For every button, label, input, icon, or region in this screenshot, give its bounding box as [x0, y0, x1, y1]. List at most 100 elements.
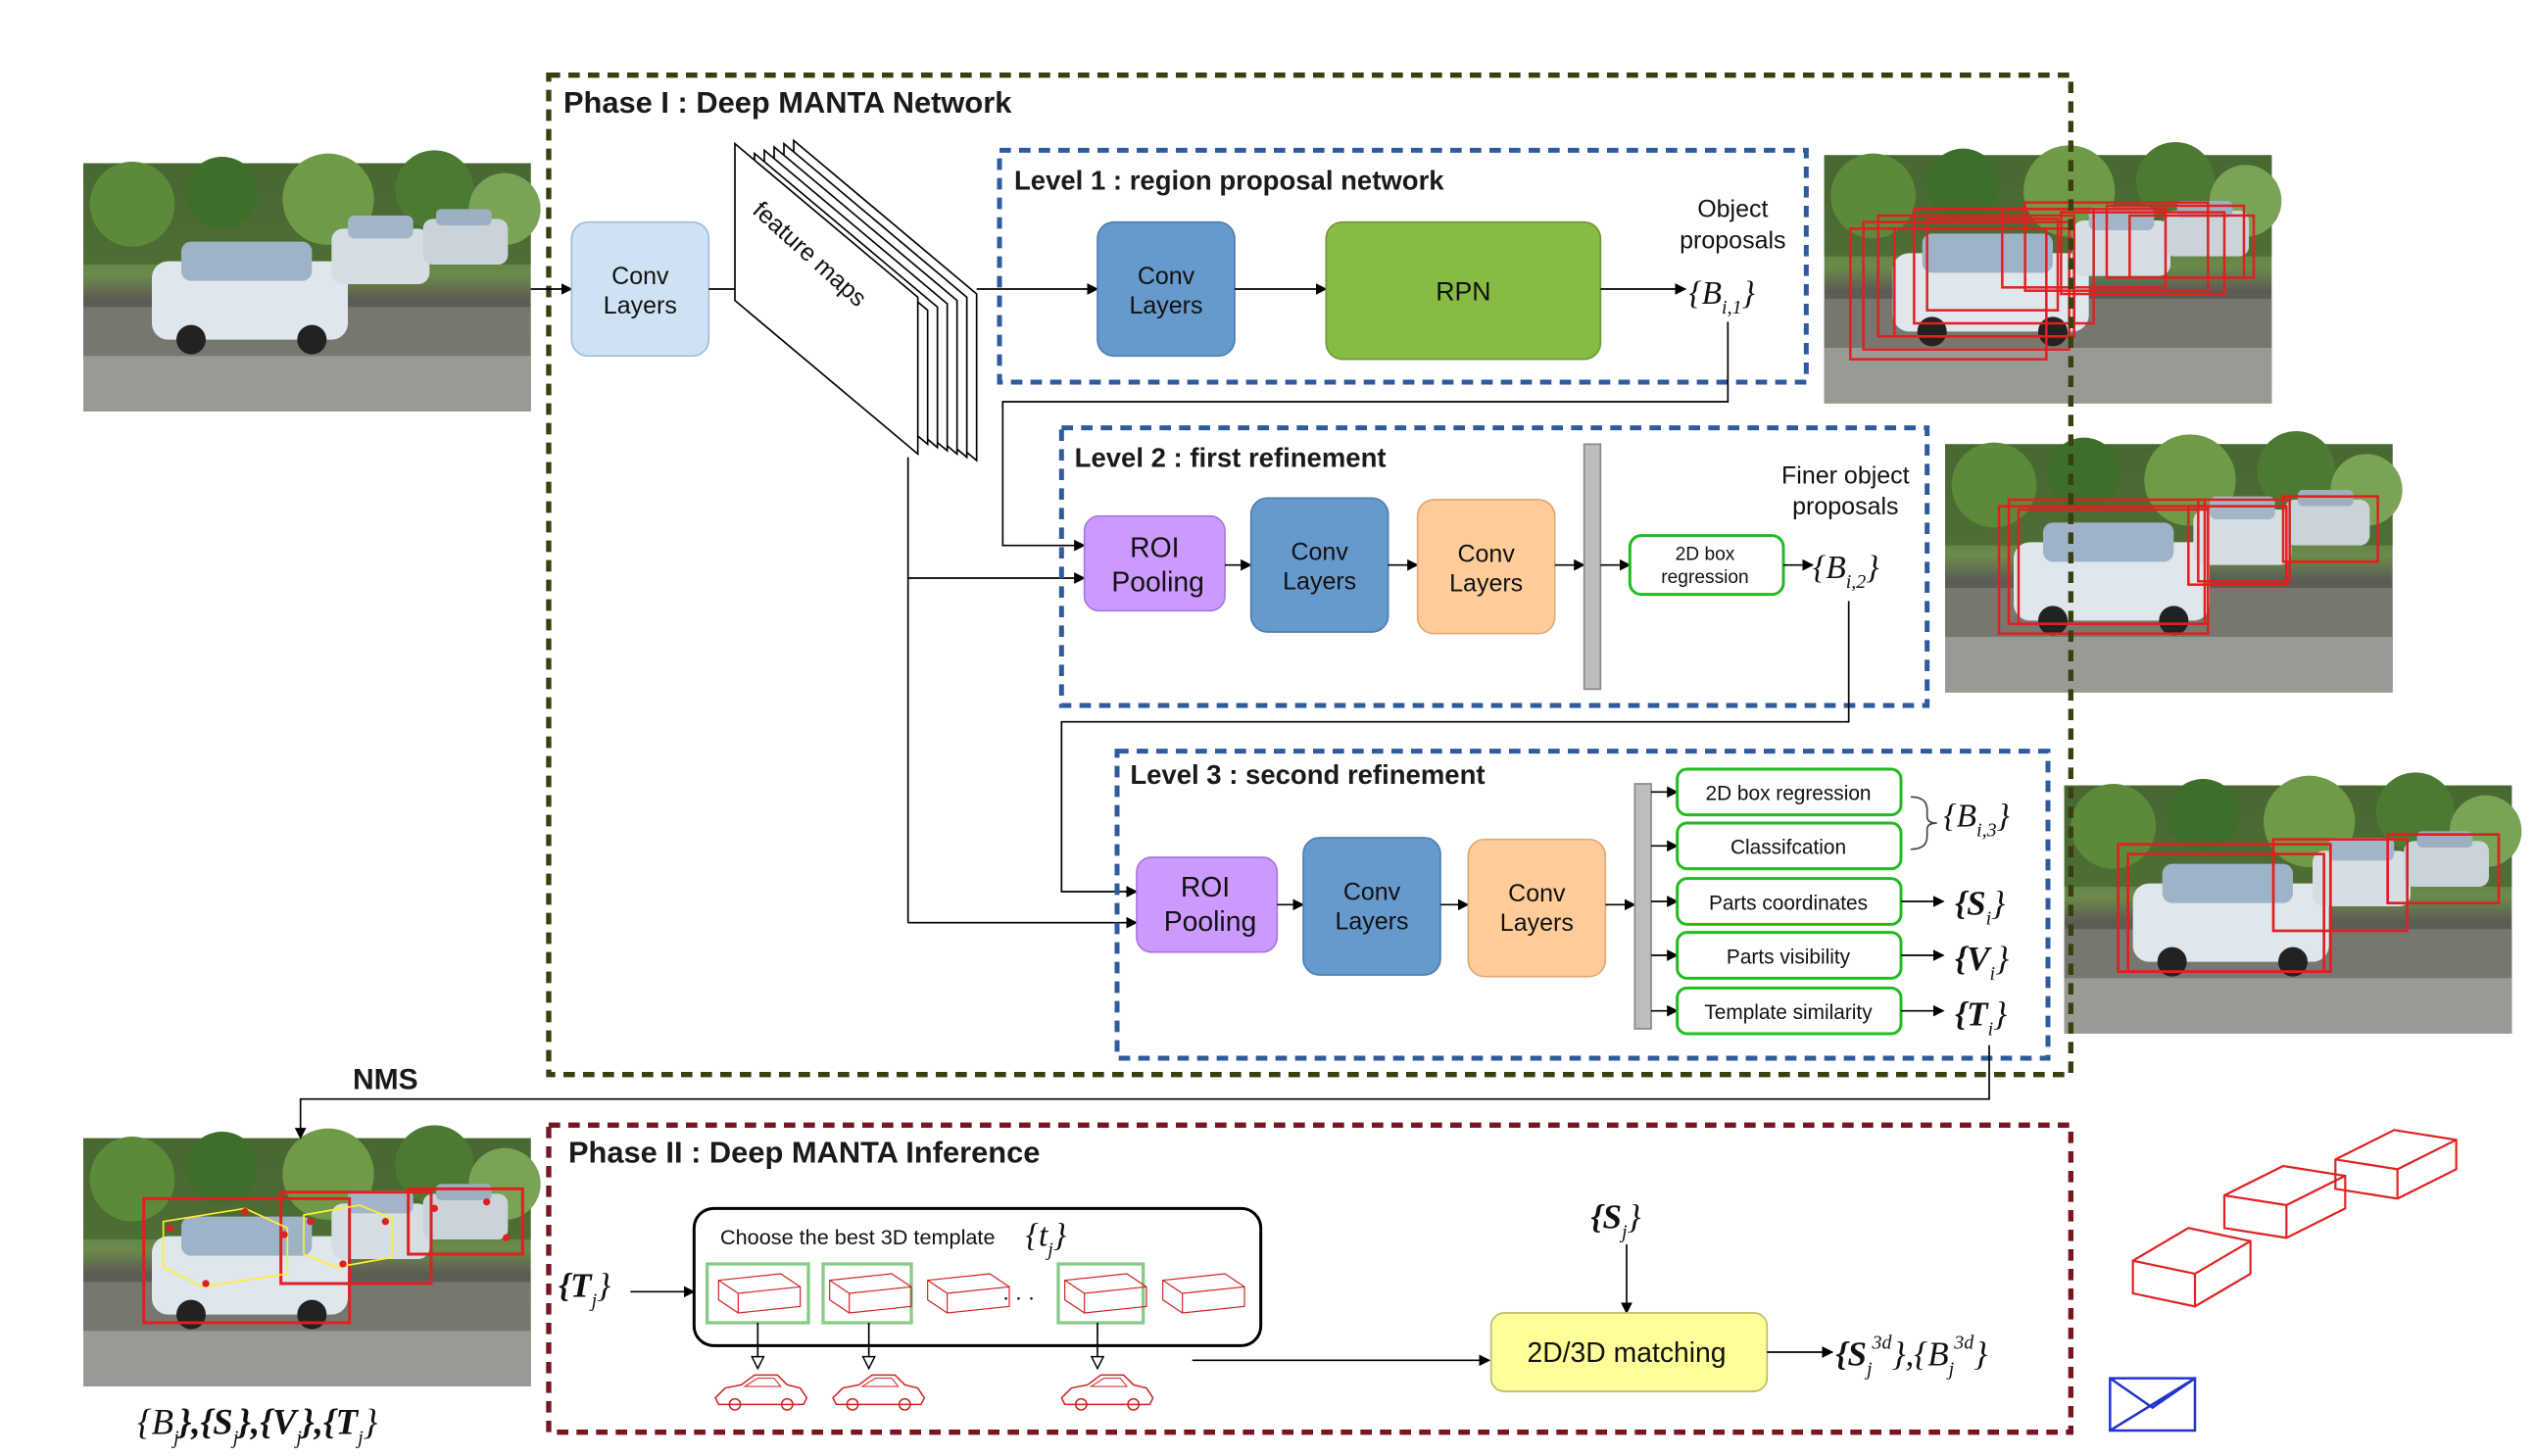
level2-roi-box [1083, 514, 1226, 612]
level3-v-close: } [1995, 940, 2009, 978]
level1-proposals-line2: proposals [1680, 226, 1785, 254]
p2-out-s-sub: j [1864, 1358, 1873, 1380]
template-dots: . . . [1002, 1280, 1034, 1305]
level3-conv-a-line2: Layers [1335, 907, 1408, 935]
level3-t-set: {Ti} [1955, 995, 2007, 1041]
phase2-frame [546, 1122, 2074, 1435]
level2-roi-line2: Pooling [1111, 566, 1204, 598]
level2-proposals-line2: proposals [1792, 493, 1898, 520]
p2-out-b-sup: 3d [1953, 1333, 1974, 1354]
level2-set-sub: i,2 [1846, 571, 1867, 593]
level3-frame [1114, 749, 2051, 1061]
level3-v-sub: i [1990, 963, 1996, 985]
svg-text:Conv: Conv [1343, 878, 1401, 905]
phase1-title: Phase I : Deep MANTA Network [563, 85, 1012, 120]
level3-s-open: {S [1955, 884, 1986, 922]
tpl-set-open: {t [1026, 1218, 1048, 1254]
b3-brace [1910, 796, 1937, 850]
level2-proposals-line1: Finer object [1781, 461, 1910, 489]
svg-text:Layers: Layers [1129, 292, 1202, 319]
bottom-left-sets: {Bj},{Sj},{Vj},{Tj} [137, 1401, 378, 1448]
level3-conv-a-line1: Conv [1343, 878, 1401, 905]
level3-conv-b-line1: Conv [1508, 880, 1566, 907]
svg-text:2D box: 2D box [1676, 545, 1735, 565]
svg-text:ROI: ROI [1181, 872, 1230, 903]
level3-b-close: } [1997, 798, 2011, 834]
level2-conv-b-line2: Layers [1449, 569, 1523, 597]
svg-text:proposals: proposals [1680, 226, 1785, 254]
bl-t: },{T [299, 1401, 360, 1441]
p2-out-s-sup: 3d [1872, 1333, 1893, 1354]
svg-text:proposals: proposals [1792, 493, 1898, 520]
bl-close: } [364, 1401, 378, 1441]
svg-text:ROI: ROI [1130, 532, 1179, 563]
level2-frame [1058, 425, 1930, 708]
output-label-4: Template similarity [1704, 1001, 1873, 1024]
level2-title: Level 2 : first refinement [1075, 443, 1387, 473]
envelope-icon [2109, 1377, 2197, 1432]
level1-set-sub: i,1 [1722, 297, 1742, 318]
matching-label: 2D/3D matching [1527, 1337, 1726, 1369]
level3-outputs: 2D box regression Classifcation Parts co… [1651, 767, 1903, 1036]
level2-conv-b-line1: Conv [1457, 540, 1515, 567]
svg-text:regression: regression [1661, 567, 1748, 588]
level1-output-image [1824, 142, 2282, 404]
svg-text:Layers: Layers [1500, 909, 1574, 937]
p2-out-s: {S [1835, 1335, 1867, 1373]
phase1-frame [546, 73, 2074, 1078]
level2-conv-a-line1: Conv [1291, 539, 1348, 566]
output-label-1: Classifcation [1730, 837, 1846, 859]
svg-text:Finer object: Finer object [1781, 461, 1910, 489]
p2-s-close: } [1628, 1197, 1641, 1236]
bl-t-sub: j [355, 1427, 364, 1448]
template-box-label: Choose the best 3D template [720, 1225, 996, 1249]
level3-s-set: {Si} [1955, 884, 2005, 929]
output-label-2: Parts coordinates [1709, 892, 1868, 914]
phase2-t-input: {Tj} [559, 1266, 610, 1311]
level3-conv-b-box [1467, 838, 1607, 978]
bl-s-sub: j [230, 1427, 239, 1448]
level2-roi-line1: ROI [1130, 532, 1179, 563]
bl-s: },{S [176, 1401, 233, 1441]
level1-set-open: {B [1688, 275, 1722, 312]
conv1-line1: Conv [611, 263, 669, 290]
3d-boxes-output [2131, 1129, 2458, 1308]
tpl-set-sub: j [1045, 1239, 1053, 1261]
template-selection-box [692, 1206, 1263, 1347]
level3-roi-line2: Pooling [1164, 906, 1257, 938]
level2-fc-bar [1583, 443, 1602, 691]
level2-boxreg-line2: regression [1661, 567, 1748, 588]
level2-set-close: } [1866, 550, 1879, 586]
tpl-set-close: } [1053, 1218, 1067, 1254]
level3-s-sub: i [1986, 907, 1992, 929]
svg-text:Conv: Conv [1457, 540, 1515, 567]
level3-v-set: {Vi} [1955, 940, 2009, 985]
level2-conv-a-line2: Layers [1283, 568, 1356, 596]
phase2-title: Phase II : Deep MANTA Inference [568, 1136, 1040, 1170]
p2-s-sub: j [1619, 1221, 1628, 1242]
nms-output-image [83, 1125, 541, 1386]
level2-set-open: {B [1813, 550, 1846, 586]
svg-text:Layers: Layers [1283, 568, 1356, 596]
l1-to-l2-connector [1001, 321, 1730, 552]
feature-maps-stack [734, 138, 978, 462]
p2-t-close: } [597, 1266, 610, 1304]
level1-set-close: } [1742, 275, 1756, 312]
level3-t-sub: i [1988, 1019, 1994, 1041]
svg-text:Layers: Layers [1449, 569, 1523, 597]
p2-t-open: {T [559, 1266, 593, 1304]
level3-b-open: {B [1943, 798, 1976, 834]
p2-t-sub: j [589, 1289, 598, 1311]
level1-conv-line2: Layers [1129, 292, 1202, 319]
p2-out-sep: },{B [1892, 1335, 1949, 1373]
svg-text:Object: Object [1697, 196, 1768, 223]
level3-s-close: } [1991, 884, 2005, 922]
level3-title: Level 3 : second refinement [1130, 759, 1485, 790]
red-car-wireframes [714, 1374, 1154, 1411]
level3-t-close: } [1993, 995, 2007, 1034]
level3-roi-line1: ROI [1181, 872, 1230, 903]
svg-text:Layers: Layers [604, 292, 677, 319]
level2-set-label: {Bi,2} [1813, 550, 1879, 593]
rpn-box [1325, 220, 1602, 361]
